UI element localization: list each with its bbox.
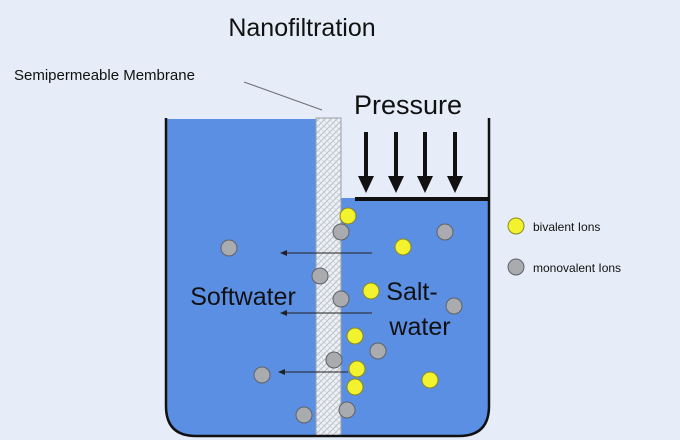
pressure-arrow	[388, 132, 404, 193]
bivalent-ion	[346, 378, 364, 396]
bivalent-ions	[339, 207, 439, 396]
monovalent-ion	[325, 351, 343, 369]
softwater-label: Softwater	[190, 283, 296, 311]
legend-monovalent-swatch	[507, 258, 525, 276]
softwater-region	[166, 119, 318, 436]
pressure-arrow	[358, 132, 374, 193]
flow-arrow	[280, 310, 372, 316]
bivalent-ion	[348, 360, 366, 378]
monovalent-ions	[220, 223, 463, 424]
monovalent-ion	[311, 267, 329, 285]
legend-bivalent-label: bivalent Ions	[533, 220, 600, 234]
legend-monovalent-label: monovalent Ions	[533, 261, 621, 275]
pressure-arrow	[447, 132, 463, 193]
pressure-arrow	[417, 132, 433, 193]
page-title: Nanofiltration	[228, 14, 375, 42]
flow-arrow	[280, 250, 372, 256]
monovalent-ion	[332, 290, 350, 308]
pressure-label: Pressure	[354, 90, 462, 120]
bivalent-ion	[362, 282, 380, 300]
pressure-arrows	[358, 132, 463, 193]
monovalent-ion	[338, 401, 356, 419]
saltwater-region	[340, 198, 489, 436]
membrane-label: Semipermeable Membrane	[14, 67, 195, 84]
container-outline	[164, 118, 491, 438]
legend-bivalent-swatch	[507, 217, 525, 235]
saltwater-label-line1: Salt-	[386, 278, 437, 306]
bivalent-ion	[421, 371, 439, 389]
flow-arrows	[278, 250, 372, 375]
monovalent-ion	[445, 297, 463, 315]
bivalent-ion	[339, 207, 357, 225]
legend: bivalent Ions monovalent Ions	[507, 217, 621, 276]
monovalent-ion	[295, 406, 313, 424]
bivalent-ion	[394, 238, 412, 256]
membrane-leader-line	[243, 81, 323, 111]
monovalent-ion	[220, 239, 238, 257]
bivalent-ion	[346, 327, 364, 345]
flow-arrow	[278, 369, 348, 375]
saltwater-label-line2: water	[388, 313, 450, 341]
monovalent-ion	[436, 223, 454, 241]
monovalent-ion	[253, 366, 271, 384]
monovalent-ion	[332, 223, 350, 241]
monovalent-ion	[369, 342, 387, 360]
